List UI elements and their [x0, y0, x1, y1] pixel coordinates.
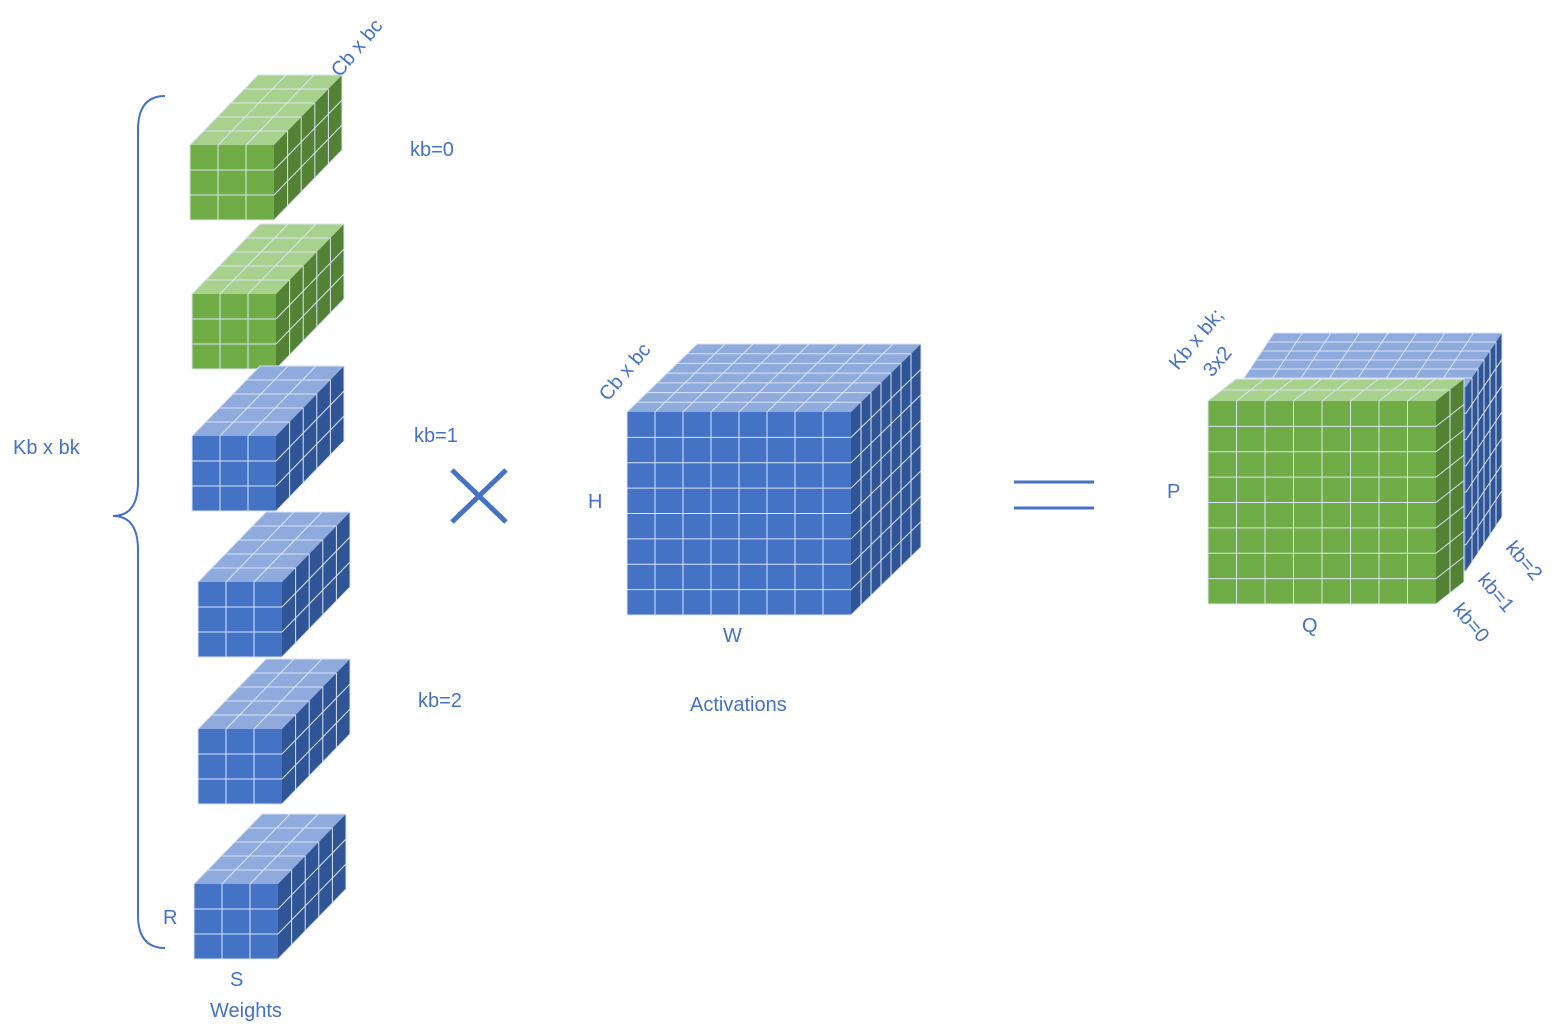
output-cube	[1207, 332, 1503, 605]
equals-icon	[1014, 480, 1094, 510]
weight-block-4-front-face	[198, 729, 282, 804]
weight-block-3-side-face	[282, 512, 350, 657]
weight-block-3	[197, 511, 351, 658]
h-label: H	[588, 491, 602, 513]
weight-block-1	[191, 223, 345, 370]
p-label: P	[1167, 481, 1180, 503]
weights-cb-label: Cb x bc	[327, 15, 387, 81]
weight-block-0-top-face	[190, 75, 342, 145]
weight-block-5-side-face	[278, 814, 346, 959]
r-label: R	[163, 907, 177, 929]
weight-block-2-top-face	[192, 366, 344, 436]
output-slab-front	[1207, 378, 1465, 605]
weight-block-5	[193, 813, 347, 960]
q-label: Q	[1302, 615, 1318, 637]
weight-block-4-side-face	[282, 659, 350, 804]
output-kb1-label: kb=1	[1473, 569, 1518, 617]
activations-title: Activations	[690, 694, 787, 716]
weight-block-2	[191, 365, 345, 512]
weight-block-5-front-face	[194, 884, 278, 959]
weights-title: Weights	[210, 1000, 282, 1022]
weight-block-0-front-face	[190, 145, 274, 220]
output-shape-label: 3x2	[1199, 342, 1237, 381]
weight-block-3-front-face	[198, 582, 282, 657]
kb-total-label: Kb x bk	[13, 437, 81, 459]
weight-block-0	[189, 74, 343, 221]
w-label: W	[723, 625, 742, 647]
weight-block-4-top-face	[198, 659, 350, 729]
weight-block-3-top-face	[198, 512, 350, 582]
weight-block-2-side-face	[276, 366, 344, 511]
kb1-label: kb=1	[414, 425, 458, 447]
weight-block-1-top-face	[192, 224, 344, 294]
weight-block-4	[197, 658, 351, 805]
output-kb2-label: kb=2	[1501, 537, 1546, 585]
weight-block-2-front-face	[192, 436, 276, 511]
weight-blocks	[189, 74, 351, 960]
weight-block-0-side-face	[274, 75, 342, 220]
weight-block-5-top-face	[194, 814, 346, 884]
kb2-label: kb=2	[418, 690, 462, 712]
weight-block-1-front-face	[192, 294, 276, 369]
multiply-icon	[450, 468, 508, 524]
weight-block-1-side-face	[276, 224, 344, 369]
kb0-label: kb=0	[410, 139, 454, 161]
activations-cube-body	[626, 343, 922, 616]
activations-cube	[626, 343, 922, 616]
weights-brace	[112, 95, 166, 949]
s-label: S	[230, 969, 243, 991]
output-kb0-label: kb=0	[1448, 599, 1493, 647]
